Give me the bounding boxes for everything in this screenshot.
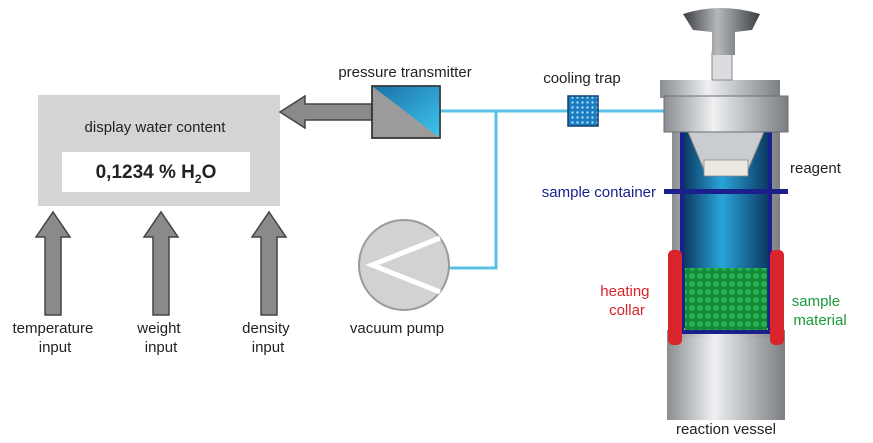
temperature-arrow-icon xyxy=(34,210,72,316)
water-content-value: 0,1234 % H2O xyxy=(96,162,217,186)
pressure-transmitter xyxy=(371,85,441,139)
reaction-vessel-label: reaction vessel xyxy=(676,421,776,438)
vacuum-pump xyxy=(358,219,450,311)
heating-collar-left xyxy=(668,250,682,345)
screw-thread xyxy=(711,51,733,81)
display-title: display water content xyxy=(85,119,227,136)
heating-collar-right xyxy=(770,250,784,345)
heating-collar-label: heating collar xyxy=(600,283,653,319)
input-arrows xyxy=(34,210,288,316)
pipes xyxy=(440,109,665,270)
density-input-label: density input xyxy=(242,320,294,356)
sample-material-label: sample material xyxy=(792,293,847,329)
vessel-lid xyxy=(660,80,780,98)
sample-material xyxy=(685,268,767,330)
vacuum-pump-label: vacuum pump xyxy=(350,320,444,337)
cooling-trap xyxy=(567,95,599,127)
vessel-lid-ring xyxy=(663,95,789,133)
pressure-transmitter-label: pressure transmitter xyxy=(338,64,471,81)
weight-arrow-icon xyxy=(142,210,180,316)
knob-icon xyxy=(683,8,760,55)
cooling-trap-label: cooling trap xyxy=(543,70,621,87)
reagent xyxy=(703,159,749,177)
weight-input-label: weight input xyxy=(136,320,185,356)
display-screen xyxy=(62,152,250,192)
temperature-input-label: temperature input xyxy=(12,320,97,356)
water-content-subscript: 2 xyxy=(195,172,202,186)
density-arrow-icon xyxy=(250,210,288,316)
sample-container-flange xyxy=(664,189,788,194)
display-unit: display water content 0,1234 % H2O xyxy=(38,95,280,206)
reaction-vessel xyxy=(660,8,789,420)
pipe-to-vacuum-pump xyxy=(448,111,498,270)
arrow-to-display-icon xyxy=(278,94,373,130)
reagent-label: reagent xyxy=(790,160,842,177)
vessel-base xyxy=(667,330,785,420)
sample-container-label: sample container xyxy=(542,184,656,201)
